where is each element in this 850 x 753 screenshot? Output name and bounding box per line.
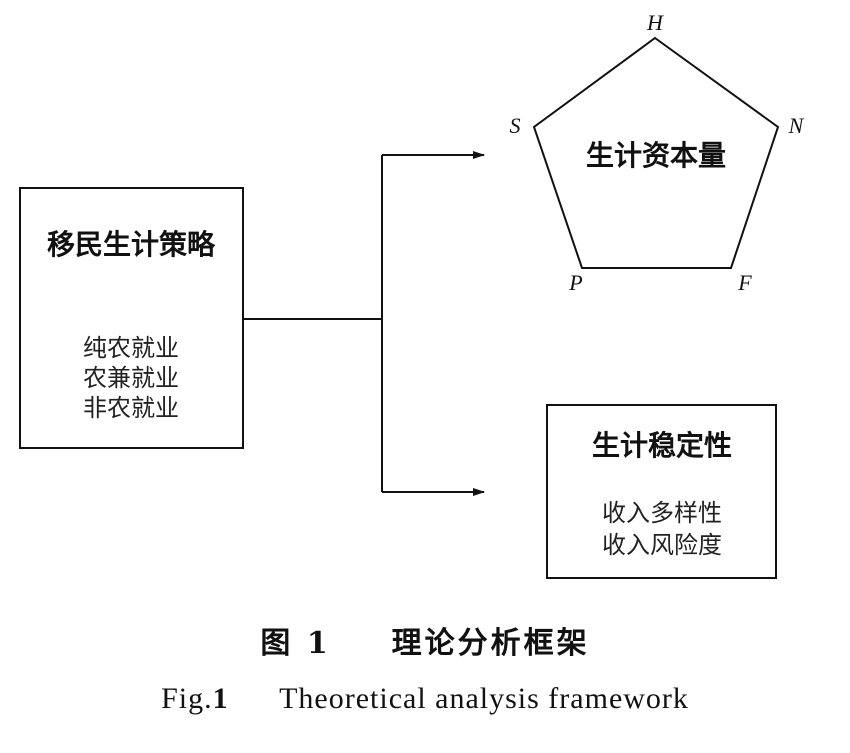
vertex-label-left: S	[510, 113, 521, 138]
stability-item: 收入多样性	[602, 499, 722, 527]
vertex-label-top: H	[646, 10, 664, 35]
stability-item: 收入风险度	[602, 531, 722, 559]
caption-en-prefix: Fig.	[161, 682, 213, 715]
vertex-label-bottom-left: P	[568, 270, 582, 295]
vertex-label-right: N	[788, 113, 805, 138]
framework-diagram: 移民生计策略 纯农就业 农兼就业 非农就业 生计资本量 H N F P S 生计…	[19, 10, 805, 579]
caption-en-number: 1	[212, 682, 229, 715]
vertex-label-bottom-right: F	[737, 270, 752, 295]
figure-caption-cn: 图 1 理论分析框架	[0, 618, 850, 662]
connector	[243, 151, 485, 496]
caption-cn-text: 理论分析框架	[391, 626, 590, 661]
caption-en-text: Theoretical analysis framework	[279, 682, 689, 715]
caption-cn-prefix: 图	[260, 626, 294, 661]
strategy-box: 移民生计策略 纯农就业 农兼就业 非农就业	[19, 187, 244, 449]
strategy-item: 纯农就业	[83, 334, 179, 362]
strategy-title: 移民生计策略	[47, 228, 216, 261]
figure-caption-en: Fig.1 Theoretical analysis framework	[0, 682, 850, 716]
caption-cn-number: 1	[306, 626, 331, 661]
capital-pentagon: 生计资本量 H N F P S	[510, 10, 805, 295]
stability-title: 生计稳定性	[592, 429, 732, 462]
capital-title: 生计资本量	[586, 139, 726, 172]
strategy-item: 农兼就业	[83, 364, 179, 392]
strategy-item: 非农就业	[83, 394, 179, 422]
stability-box: 生计稳定性 收入多样性 收入风险度	[546, 404, 777, 579]
